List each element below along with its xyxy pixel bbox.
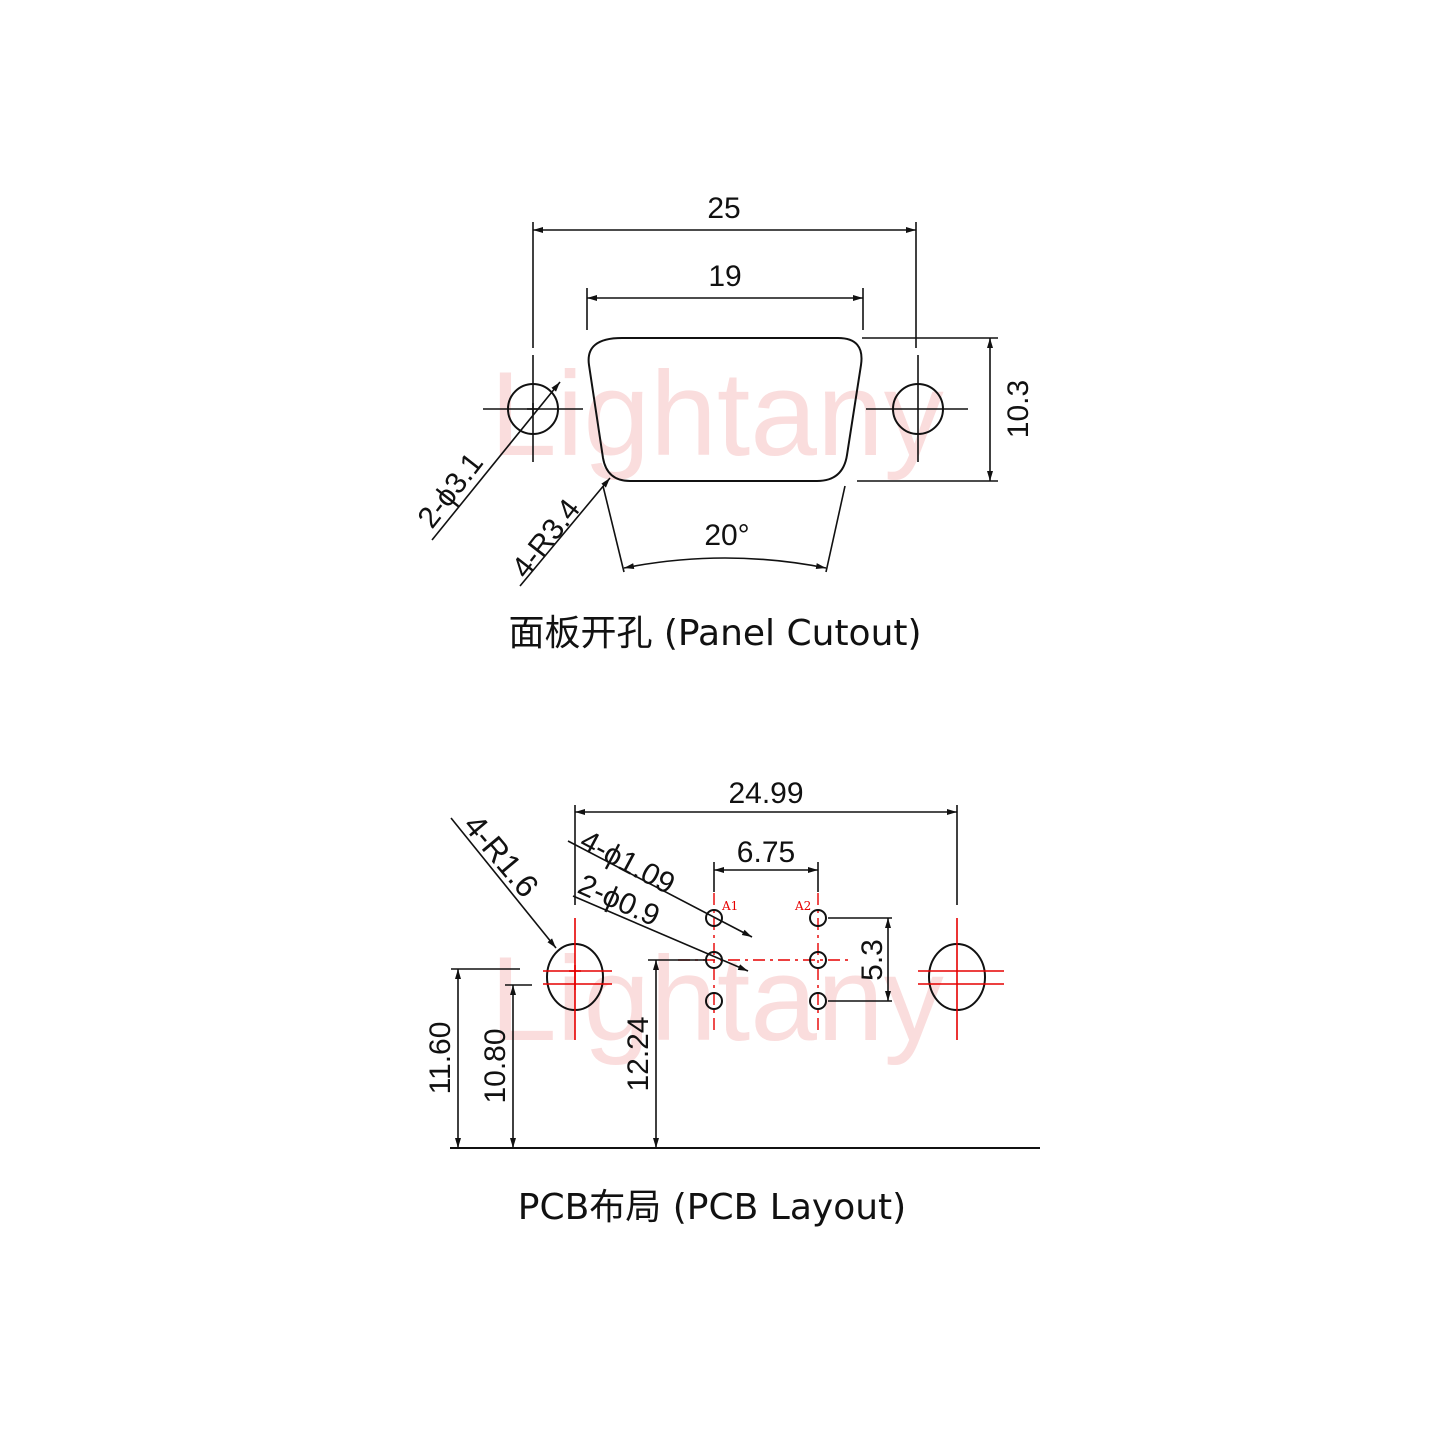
dim-panel-width-total: 25 (707, 192, 740, 225)
dim-panel-height: 10.3 (1002, 380, 1035, 438)
pin-hole (705, 909, 723, 927)
pin-hole (809, 909, 827, 927)
pcb-caption: PCB布局 (PCB Layout) (518, 1187, 906, 1228)
pin-hole (809, 951, 827, 969)
dim-panel-angle: 20° (704, 519, 749, 552)
dim-pcb-h1: 11.60 (424, 1022, 457, 1095)
dim-panel-width-top: 19 (708, 260, 741, 293)
pin-label-a2: A2 (794, 899, 811, 913)
pin-label-a1: A1 (721, 899, 738, 913)
dim-pcb-pin-pitch: 5.3 (856, 939, 889, 981)
watermark-bottom: Lightany (490, 932, 944, 1066)
panel-caption: 面板开孔 (Panel Cutout) (508, 613, 921, 654)
dim-panel-corner-radius: 4-R3.4 (506, 493, 587, 584)
dim-pcb-h2: 10.80 (479, 1028, 512, 1103)
dim-panel-mount-hole: 2-ϕ3.1 (412, 447, 490, 534)
dim-pcb-width-total: 24.99 (728, 777, 803, 810)
dim-pcb-h3: 12.24 (622, 1016, 655, 1091)
dim-pcb-pin-spacing: 6.75 (737, 836, 795, 869)
panel-cutout-outline (587, 337, 863, 482)
dim-pcb-slot-radius: 4-R1.6 (457, 807, 546, 904)
watermark-top: Lightany (490, 347, 944, 481)
pin-hole (705, 992, 723, 1010)
pin-hole (809, 992, 827, 1010)
